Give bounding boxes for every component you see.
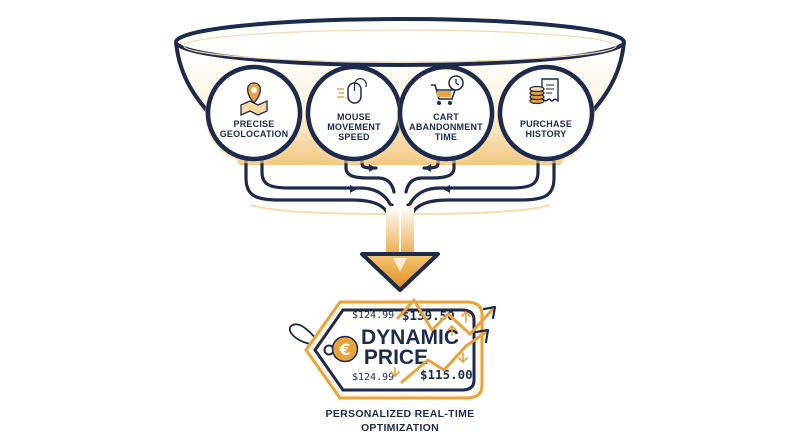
price-direction-arrows bbox=[390, 310, 471, 378]
currency-symbol: € bbox=[338, 340, 350, 359]
node-label-line: MOVEMENT bbox=[327, 122, 381, 132]
up-arrow-icon bbox=[461, 310, 471, 323]
tag-title-line1: DYNAMIC bbox=[361, 326, 459, 349]
node-label-line: SPEED bbox=[338, 132, 370, 142]
arrowhead-right-1 bbox=[424, 164, 431, 172]
cart-clock-icon bbox=[431, 75, 464, 105]
mouse-icon bbox=[337, 78, 367, 104]
node-label-line: ABANDONMENT bbox=[409, 122, 483, 132]
down-arrow-icon bbox=[390, 367, 400, 378]
tag-title-line2: PRICE bbox=[364, 346, 428, 369]
map-pin-icon bbox=[240, 82, 268, 117]
node-label-line: HISTORY bbox=[526, 129, 567, 139]
price-tag: € DYNAMIC PRICE $124.99 $139.50 $124.99 … bbox=[289, 298, 497, 400]
node-circle bbox=[497, 64, 595, 162]
node-label-line: PRECISE bbox=[234, 119, 275, 129]
receipt-coins-icon bbox=[529, 78, 559, 105]
caption-line1: PERSONALIZED REAL-TIME bbox=[326, 408, 475, 420]
arrowhead-right-2 bbox=[443, 185, 450, 193]
output-arrow bbox=[360, 205, 440, 292]
flow-arrowheads bbox=[350, 164, 450, 193]
node-label-line: TIME bbox=[435, 132, 457, 142]
price-top-old: $124.99 bbox=[352, 310, 394, 321]
price-bottom-old: $124.99 bbox=[352, 372, 394, 383]
arrowhead-left-1 bbox=[369, 164, 376, 172]
node-label-line: GEOLOCATION bbox=[220, 129, 289, 139]
funnel-rim bbox=[174, 17, 626, 67]
arrowhead-left-2 bbox=[350, 185, 357, 193]
node-circle bbox=[397, 64, 495, 162]
down-arrow-icon bbox=[458, 352, 468, 364]
trend-line-icon bbox=[396, 298, 497, 384]
price-bottom-new: $115.00 bbox=[420, 367, 473, 382]
caption-line2: OPTIMIZATION bbox=[361, 422, 439, 434]
euro-coin-icon: € bbox=[331, 335, 359, 363]
data-nodes: PRECISEGEOLOCATIONMOUSEMOVEMENTSPEEDCART… bbox=[205, 64, 595, 164]
node-label-line: CART bbox=[433, 112, 459, 122]
node-label-line: MOUSE bbox=[337, 112, 371, 122]
up-arrow-icon bbox=[447, 324, 457, 336]
node-label-line: PURCHASE bbox=[520, 119, 572, 129]
